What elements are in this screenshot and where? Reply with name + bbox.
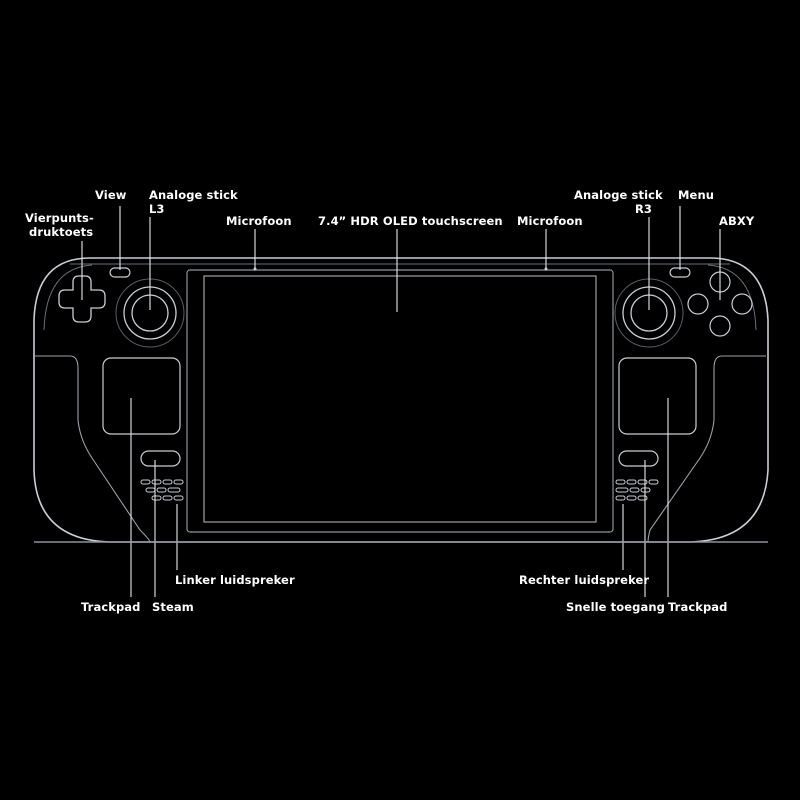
- screen-bezel: [186, 269, 614, 533]
- left-speaker-grille-icon: [140, 479, 184, 501]
- label-left-stick-line1: Analoge stick: [149, 188, 238, 202]
- label-quick-access: Snelle toegang: [566, 600, 665, 614]
- label-dpad-line2: druktoets: [29, 225, 94, 239]
- label-right-stick-line2: R3: [634, 202, 652, 216]
- label-steam-button: Steam: [152, 600, 194, 614]
- left-trackpad-icon: [102, 357, 181, 435]
- label-right-stick-line1: Analoge stick: [574, 188, 663, 202]
- touchscreen: [203, 275, 597, 523]
- left-microphone-icon: [253, 267, 257, 271]
- label-touchscreen: 7.4” HDR OLED touchscreen: [318, 214, 503, 228]
- steam-button-icon: [140, 450, 181, 467]
- label-abxy: ABXY: [719, 214, 755, 228]
- right-trackpad-icon: [618, 357, 697, 435]
- label-menu: Menu: [678, 188, 715, 202]
- quick-access-button-icon: [618, 450, 659, 467]
- dpad-icon: [58, 275, 106, 323]
- label-left-trackpad: Trackpad: [81, 600, 141, 614]
- label-dpad-line1: Vierpunts-: [25, 211, 94, 225]
- label-right-trackpad: Trackpad: [668, 600, 728, 614]
- right-speaker-grille-icon: [615, 479, 659, 501]
- label-view: View: [95, 188, 127, 202]
- leader-lines: [81, 206, 721, 597]
- label-right-analog-stick: Analoge stick R3: [574, 188, 663, 216]
- label-right-speaker: Rechter luidspreker: [519, 573, 650, 587]
- label-dpad: Vierpunts- druktoets: [25, 211, 94, 239]
- label-left-analog-stick: Analoge stick L3: [149, 188, 238, 216]
- right-microphone-icon: [544, 267, 548, 271]
- label-right-microphone: Microfoon: [517, 214, 583, 228]
- label-left-stick-line2: L3: [149, 202, 165, 216]
- label-left-speaker: Linker luidspreker: [175, 573, 295, 587]
- label-left-microphone: Microfoon: [226, 214, 292, 228]
